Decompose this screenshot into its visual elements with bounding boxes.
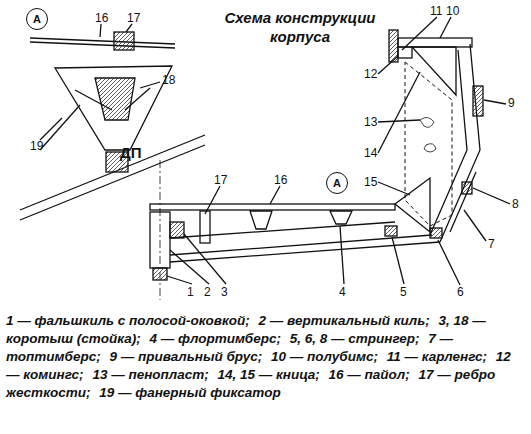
callout-number: 18 — [162, 74, 175, 86]
legend-text: 1 — фальшкиль с полосой-оковкой; 2 — вер… — [6, 312, 524, 402]
centerline-label: ДП — [120, 145, 141, 160]
marker-letter: А — [333, 177, 341, 189]
callout-number: 16 — [274, 174, 287, 186]
marker-letter: А — [33, 13, 41, 25]
callout-number: 2 — [204, 286, 211, 298]
section-marker: А — [26, 8, 48, 30]
callout-number: 12 — [364, 68, 377, 80]
callout-number: 13 — [364, 116, 377, 128]
legend-item: 4 — флортимберс; — [149, 331, 281, 346]
legend-item: 1 — фальшкиль с полосой-оковкой; — [6, 313, 250, 328]
legend-item: 2 — вертикальный киль; — [259, 313, 430, 328]
section-marker: А — [326, 172, 348, 194]
legend-item: 19 — фанерный фиксатор — [99, 385, 280, 400]
callout-number: 6 — [457, 286, 464, 298]
callout-number: 7 — [488, 238, 495, 250]
callout-number: 4 — [339, 286, 346, 298]
callout-number: 19 — [30, 140, 43, 152]
callout-number: 15 — [364, 176, 377, 188]
legend-item: 16 — пайол; — [329, 367, 410, 382]
callout-number: 1 — [187, 286, 194, 298]
legend-item: 13 — пенопласт; — [92, 367, 208, 382]
callout-number: 11 — [430, 5, 442, 17]
legend-item: 5, 6, 8 — стрингер; — [290, 331, 420, 346]
legend-item: 11 — карленгс; — [387, 349, 487, 364]
callout-number: 3 — [221, 286, 228, 298]
legend-item: 10 — полубимс; — [271, 349, 378, 364]
callout-number: 17 — [214, 174, 227, 186]
callout-number: 17 — [127, 12, 140, 24]
diagram-title: Схема конструкции корпуса — [205, 8, 395, 46]
callout-number: 9 — [508, 97, 515, 109]
callout-number: 16 — [95, 12, 108, 24]
callout-number: 5 — [400, 286, 407, 298]
legend-item: 14, 15 — кница; — [217, 367, 319, 382]
legend-item: 9 — привальный брус; — [109, 349, 262, 364]
callout-number: 14 — [364, 147, 377, 159]
callout-number: 8 — [512, 198, 519, 210]
callout-number: 10 — [446, 5, 459, 17]
